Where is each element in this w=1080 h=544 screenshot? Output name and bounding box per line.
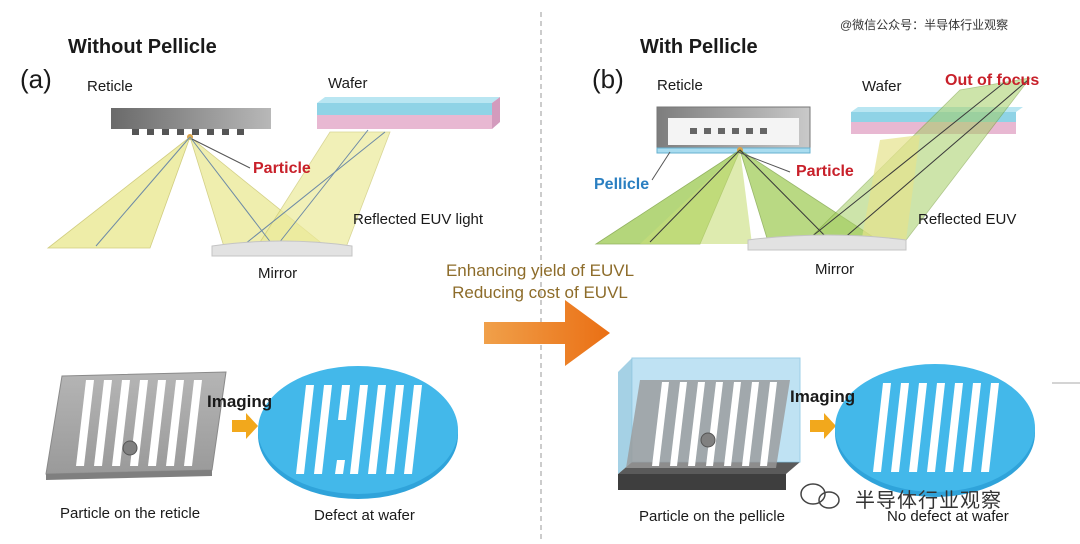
center-text-line2: Reducing cost of EUVL <box>452 283 628 302</box>
panel-b-pellicle-label: Pellicle <box>594 176 650 193</box>
reticle-a <box>111 108 271 129</box>
panel-a-caption-right: Defect at wafer <box>314 507 415 524</box>
panel-b-reticle-label: Reticle <box>657 77 703 94</box>
watermark-bottom: 半导体行业观察 <box>855 490 1002 512</box>
panel-a-label: (a) <box>20 64 52 94</box>
panel-a-reticle-label: Reticle <box>87 78 133 95</box>
panel-a-imaging-label: Imaging <box>207 392 273 411</box>
panel-a-optics <box>46 97 500 257</box>
panel-b-imaging-label: Imaging <box>790 387 856 406</box>
panel-b-label: (b) <box>592 64 624 94</box>
panel-a-title: Without Pellicle <box>68 36 217 58</box>
wechat-logo-icon <box>800 483 840 509</box>
panel-b-title: With Pellicle <box>640 36 758 58</box>
panel-b-imaging <box>618 357 1035 497</box>
panel-a-reflected-label: Reflected EUV light <box>353 211 484 228</box>
panel-a-mirror-label: Mirror <box>258 265 298 282</box>
watermark-top: @微信公众号：半导体行业观察 <box>840 18 1009 32</box>
panel-b-mirror-label: Mirror <box>815 261 855 278</box>
panel-a-particle-label: Particle <box>253 160 311 177</box>
panel-b-reflected-label: Reflected EUV <box>918 211 1017 228</box>
imaging-arrow-a <box>232 413 258 439</box>
panel-b-out-of-focus-label: Out of focus <box>945 72 1040 89</box>
panel-b-caption-right: No defect at wafer <box>887 508 1009 525</box>
center-text: Enhancing yield of EUVL Reducing cost of… <box>420 260 660 304</box>
panel-b-caption-left: Particle on the pellicle <box>639 508 785 525</box>
particle-dot-b <box>700 432 716 448</box>
panel-a-caption-left: Particle on the reticle <box>60 505 201 522</box>
pellicle-b <box>656 147 811 154</box>
panel-b-wafer-label: Wafer <box>862 78 902 95</box>
particle-dot-a <box>122 440 138 456</box>
panel-b-optics <box>594 77 1031 251</box>
imaging-arrow-b <box>810 413 836 439</box>
center-arrow <box>484 300 610 366</box>
center-text-line1: Enhancing yield of EUVL <box>445 261 635 280</box>
panel-b-particle-label: Particle <box>796 163 854 180</box>
panel-a-imaging <box>45 366 458 499</box>
panel-a-wafer-label: Wafer <box>328 75 368 92</box>
